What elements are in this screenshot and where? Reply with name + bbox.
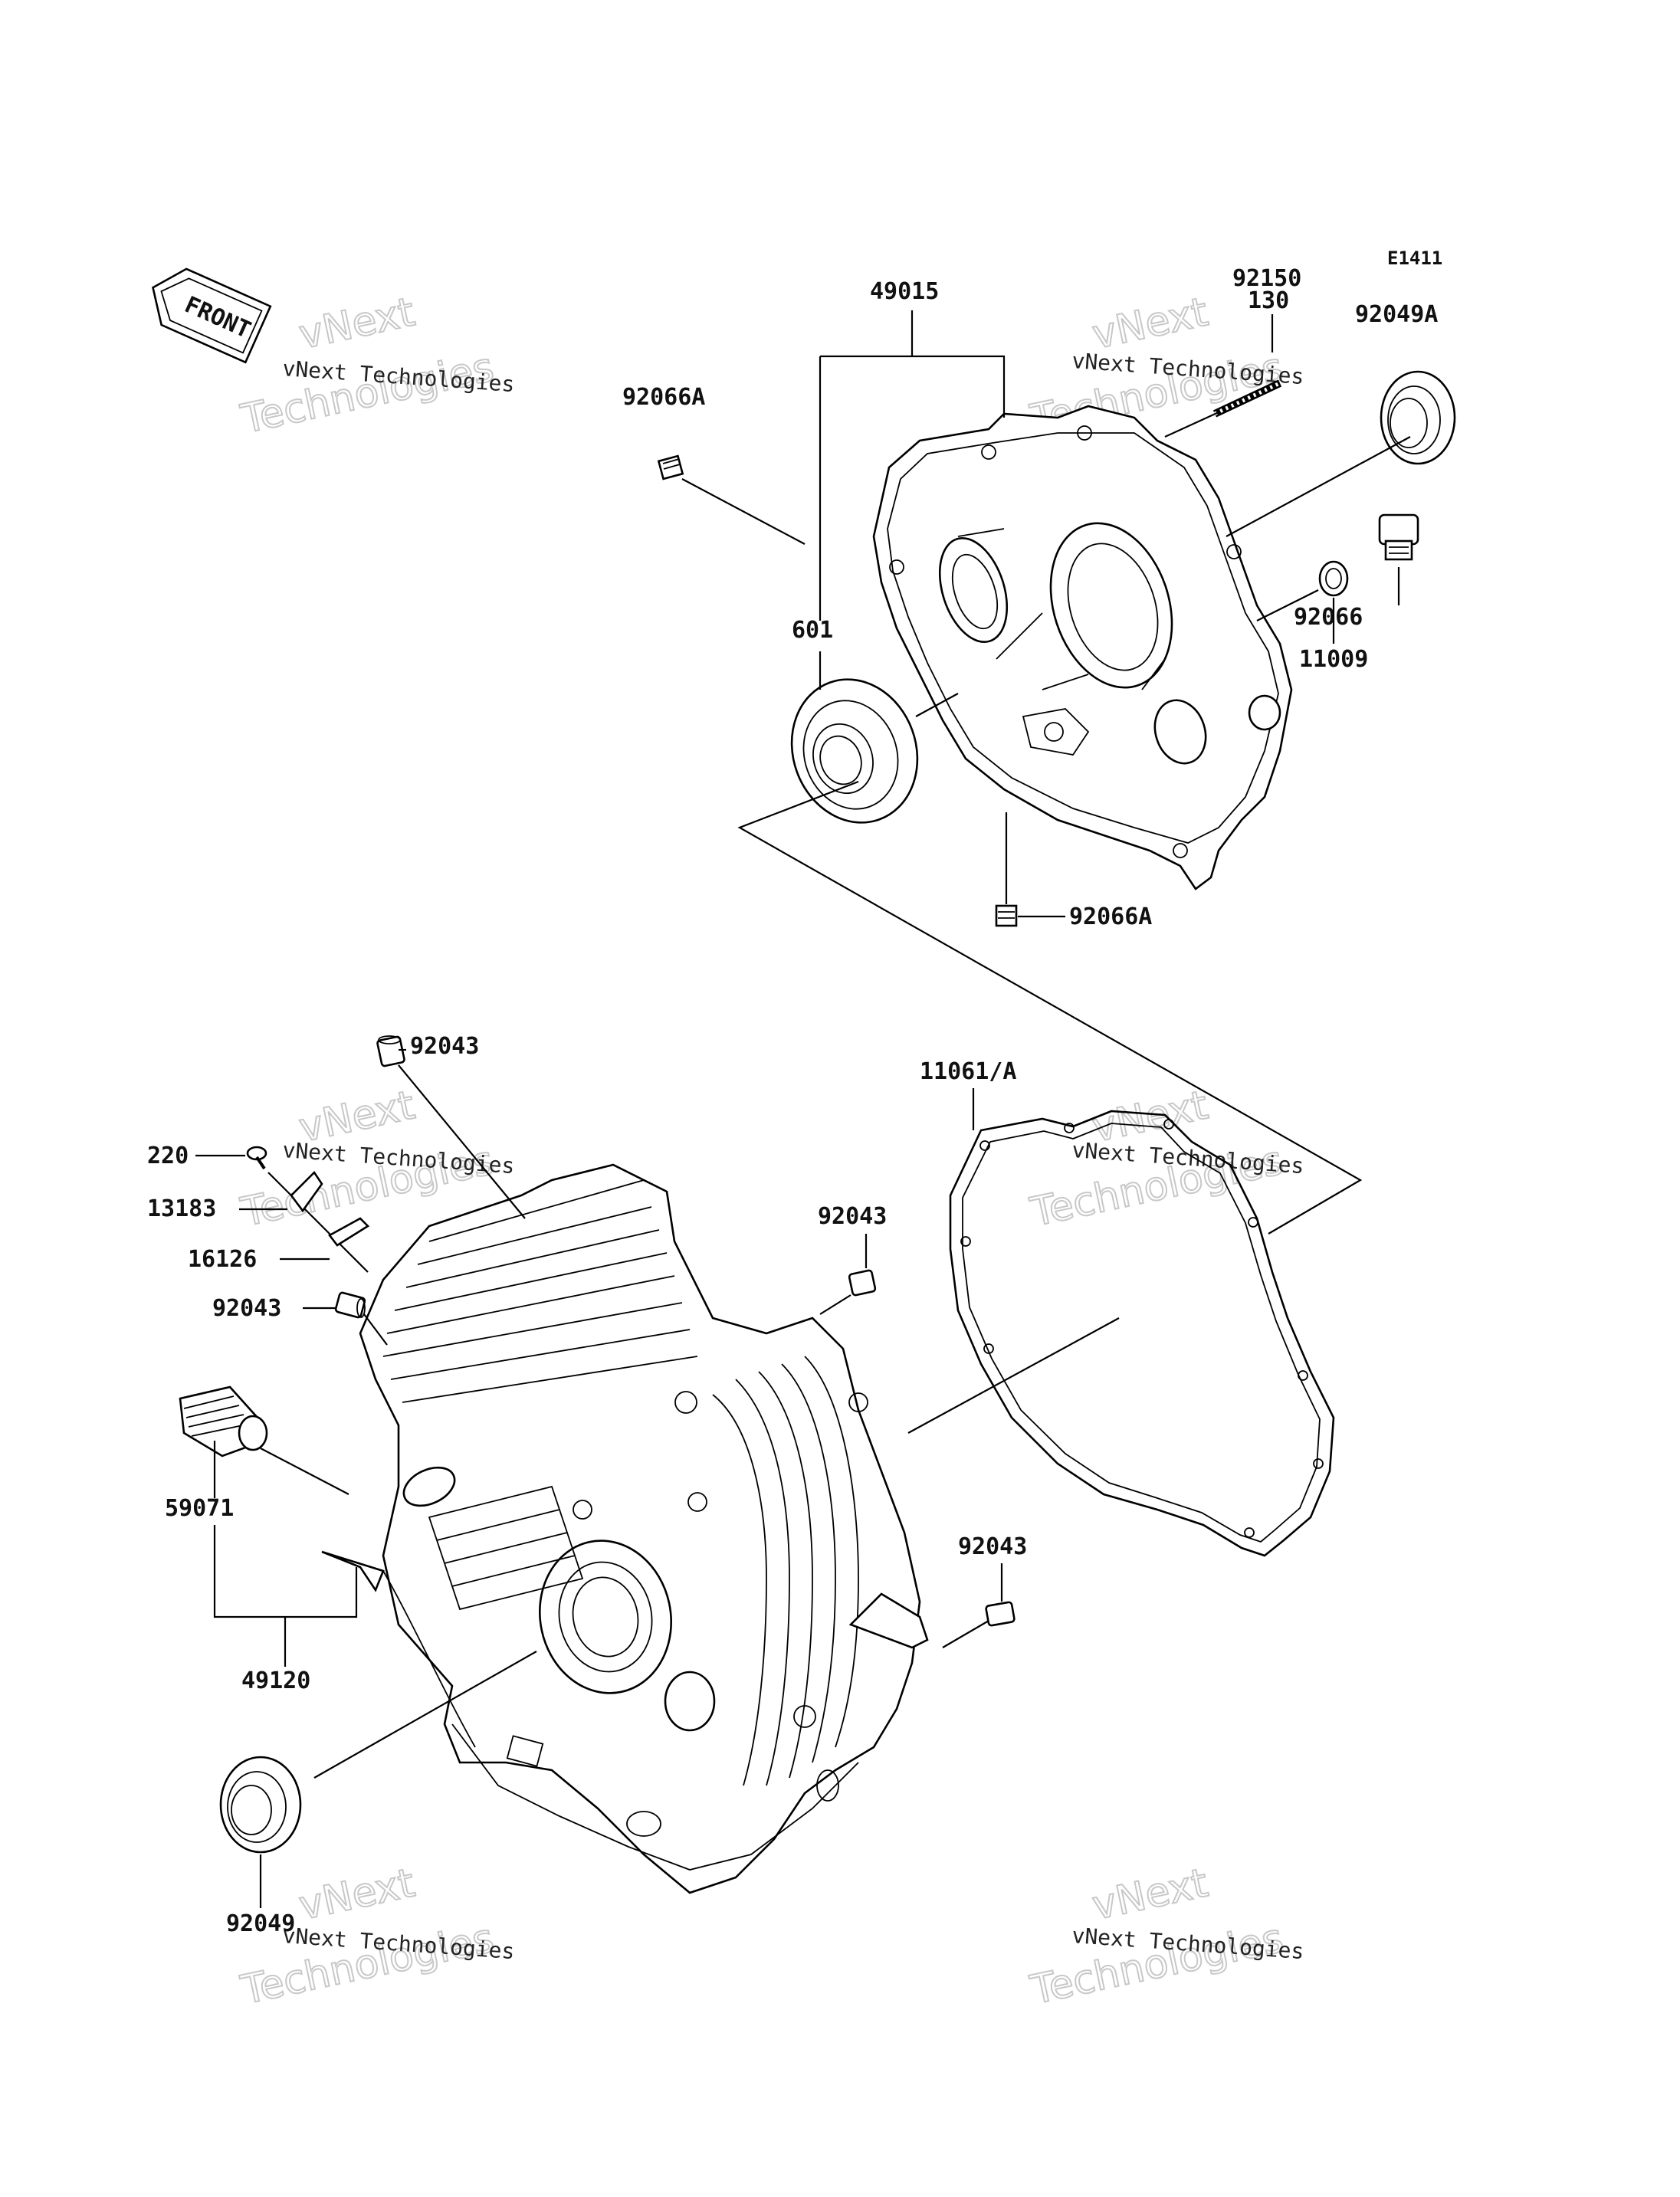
watermark-shadow: vNext [295,289,418,358]
pin-icon [328,1217,370,1247]
oil-seal-icon [1380,370,1456,465]
callout-49015: 49015 [870,278,939,305]
callout-92049A: 92049A [1355,301,1438,328]
watermark-shadow: vNext [295,1860,418,1929]
dowel-pin-icon [848,1269,877,1297]
bottom-callouts: 92043 220 13183 16126 92043 [147,1033,1027,1937]
callout-59071: 59071 [165,1495,234,1522]
stud-bolt-icon [1212,379,1282,418]
callout-13183: 13183 [147,1195,216,1222]
dowel-pin-icon [985,1601,1016,1627]
crankcase-cover [872,405,1293,890]
leader-49015 [820,355,1006,418]
gear-icon [179,1385,268,1458]
callout-92043-mid: 92043 [818,1203,887,1230]
plug-icon [995,904,1018,927]
plate-icon [290,1170,323,1213]
callout-92066: 92066 [1294,604,1363,631]
callout-11061A: 11061/A [920,1058,1016,1085]
watermark-top-left: vNext Technologies vNext Technologies [236,288,515,443]
callout-16126: 16126 [188,1246,257,1273]
dowel-pin-icon [334,1291,366,1319]
watermark-shadow: vNext [1088,289,1212,358]
callout-92043-right: 92043 [958,1533,1027,1560]
watermark-mid-right: vNext Technologies vNext Technologies [1025,1081,1304,1236]
oil-guide-icon [321,1550,476,1748]
screw-icon [246,1146,267,1170]
watermark-large-text: Technologies [237,345,497,443]
callout-92049: 92049 [226,1910,295,1937]
callout-92150: 92150 [1232,265,1301,292]
callout-220: 220 [147,1143,189,1169]
top-callouts: 49015 92150 130 92049A 92066A 92066 [622,265,1456,1235]
callout-130: 130 [1248,287,1289,314]
watermark-bottom-right: vNext Technologies vNext Technologies [1025,1859,1304,2014]
callout-49120: 49120 [241,1667,310,1694]
callout-92043-top: 92043 [410,1033,479,1060]
plug-icon [657,454,684,480]
crankcase-cylinder [359,1163,929,1894]
drain-plug-icon [1378,513,1419,561]
callout-92066A-top: 92066A [622,384,705,411]
callout-92066A-bottom: 92066A [1069,903,1152,930]
dowel-pin-icon [376,1035,405,1067]
cylinder-fins [382,1179,698,1403]
callout-92043-left: 92043 [212,1295,281,1322]
callout-11009: 11009 [1299,646,1368,673]
gasket: 11061/A [907,1058,1335,1557]
ball-bearing-icon [790,678,919,824]
reference-code: E1411 [1387,248,1442,269]
watermark-shadow: vNext [1088,1860,1212,1929]
front-arrow-icon: FRONT [152,267,272,364]
callout-601: 601 [792,617,833,644]
side-fins [712,1356,859,1786]
oil-seal-icon [219,1756,302,1854]
washer-icon [1318,560,1349,597]
